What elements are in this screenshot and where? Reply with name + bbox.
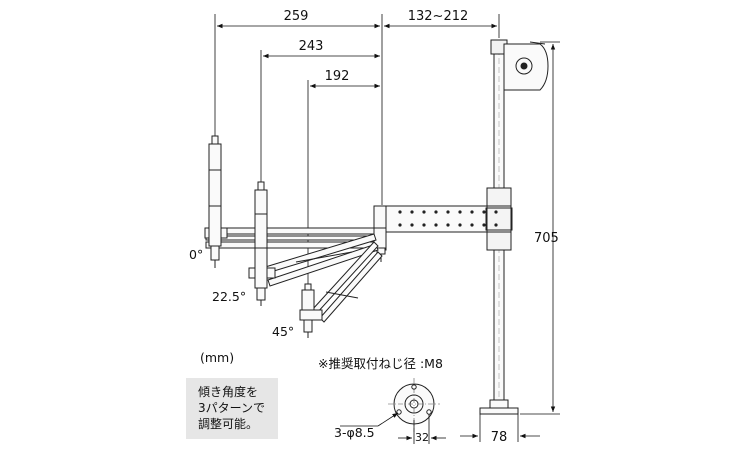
tool-0deg <box>204 135 228 268</box>
tool-22deg <box>248 181 276 306</box>
dimension-259 <box>214 14 383 205</box>
dim-132-212-label: 132~212 <box>408 9 469 24</box>
dim-192-label: 192 <box>325 69 350 84</box>
dimension-78 <box>460 414 540 442</box>
dim-32-label: 32 <box>415 431 429 444</box>
dimension-705 <box>520 41 560 415</box>
bolt-note: ※推奨取付ねじ径 :M8 <box>318 356 443 371</box>
hole-spec-label: 3-φ8.5 <box>334 425 375 440</box>
angle-45-label: 45° <box>272 324 294 339</box>
pole-clamp <box>486 187 512 251</box>
note-line-2: 3パターンで <box>198 401 266 415</box>
tool-45deg <box>299 283 323 338</box>
note-box: 傾き角度を 3パターンで 調整可能。 <box>186 378 278 439</box>
angle-22-label: 22.5° <box>212 289 246 304</box>
hole-leader <box>340 412 399 427</box>
angle-0-label: 0° <box>189 247 203 262</box>
dimension-132-212 <box>384 14 500 38</box>
dimension-32 <box>398 414 446 444</box>
note-line-3: 調整可能。 <box>198 417 259 431</box>
dim-78-label: 78 <box>491 430 508 445</box>
dim-243-label: 243 <box>299 39 324 54</box>
horizontal-arm <box>373 205 513 251</box>
base-side <box>479 399 519 415</box>
dim-259-label: 259 <box>284 9 309 24</box>
arm-22deg <box>261 233 379 287</box>
dimension-243 <box>260 50 380 182</box>
dim-705-label: 705 <box>534 231 559 246</box>
balancer-reel <box>503 41 549 91</box>
unit-label: (mm) <box>200 350 234 365</box>
note-line-1: 傾き角度を <box>198 385 259 399</box>
